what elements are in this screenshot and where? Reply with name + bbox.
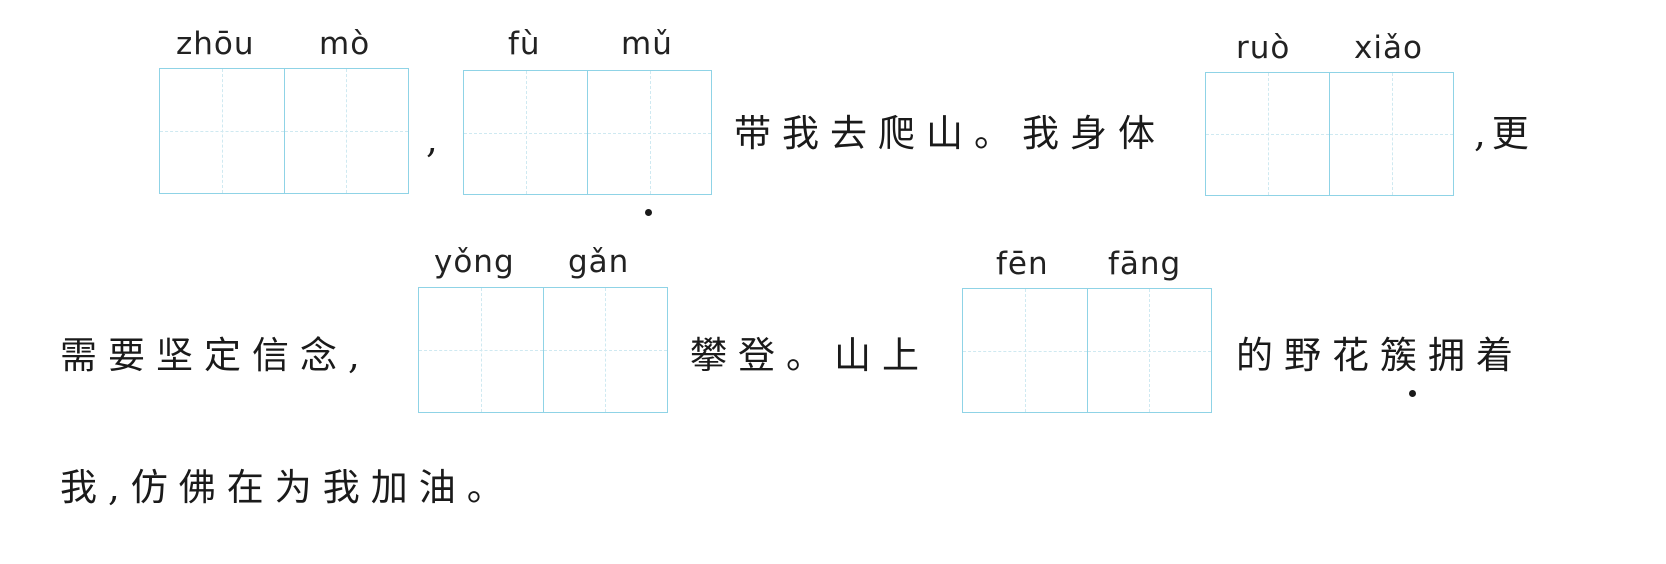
blank-box-fenfang[interactable] <box>962 288 1212 413</box>
blank-cell[interactable] <box>160 69 284 193</box>
blank-box-yonggan[interactable] <box>418 287 668 413</box>
pinyin-fu: fù <box>508 26 541 62</box>
sentence-text: ,更 <box>1474 112 1535 155</box>
sentence-text: 的野花簇拥着 <box>1236 334 1524 377</box>
blank-cell[interactable] <box>542 288 668 412</box>
blank-cell[interactable] <box>464 71 587 194</box>
blank-box-ruoxiao[interactable] <box>1205 72 1454 196</box>
pinyin-yong: yǒng <box>434 244 515 280</box>
blank-box-zhoumo[interactable] <box>159 68 409 194</box>
sentence-text: 我,仿佛在为我加油。 <box>60 466 515 509</box>
pinyin-fen: fēn <box>996 246 1049 282</box>
blank-cell[interactable] <box>1086 289 1212 412</box>
pinyin-mo: mò <box>319 26 371 62</box>
blank-cell[interactable] <box>419 288 543 412</box>
blank-cell[interactable] <box>1206 73 1329 195</box>
sentence-text: 需要坚定信念, <box>60 334 371 377</box>
blank-cell[interactable] <box>1329 73 1453 195</box>
blank-cell[interactable] <box>963 289 1087 412</box>
emphasis-dot <box>1409 390 1416 397</box>
blank-box-fumu[interactable] <box>463 70 712 195</box>
blank-cell[interactable] <box>283 69 409 193</box>
pinyin-ruo: ruò <box>1236 30 1291 66</box>
pinyin-xiao: xiǎo <box>1354 30 1423 66</box>
pinyin-mu: mǔ <box>621 26 673 62</box>
pinyin-fang: fāng <box>1108 246 1182 282</box>
emphasis-dot <box>645 209 652 216</box>
comma-text: , <box>426 118 449 161</box>
pinyin-gan: gǎn <box>568 244 630 280</box>
sentence-text: 攀登。山上 <box>690 334 930 377</box>
sentence-text: 带我去爬山。我身体 <box>734 112 1166 155</box>
blank-cell[interactable] <box>587 71 711 194</box>
pinyin-zhou: zhōu <box>176 26 255 62</box>
